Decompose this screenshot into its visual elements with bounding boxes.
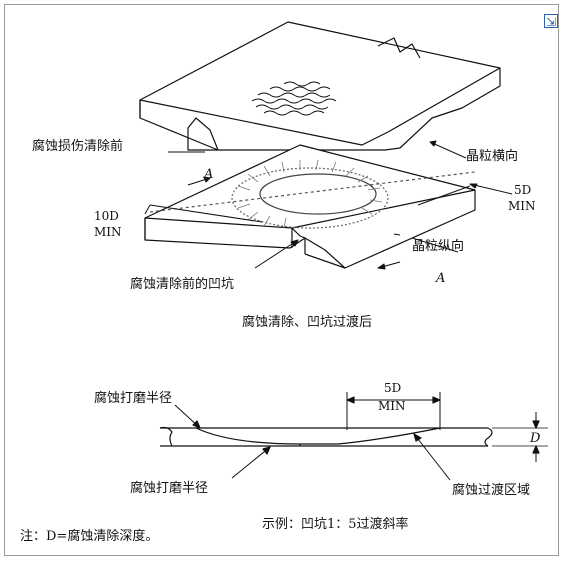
expand-icon[interactable]: ⇲ bbox=[544, 14, 558, 29]
label-before-removal: 腐蚀损伤清除前 bbox=[32, 138, 123, 154]
label-grain-longitudinal: 晶粒纵向 bbox=[412, 238, 464, 254]
labels: 腐蚀损伤清除前 晶粒横向 A 5D MIN 10D MIN 晶粒纵向 腐蚀清除前… bbox=[20, 138, 541, 544]
label-transition-zone: 腐蚀过渡区域 bbox=[452, 482, 530, 498]
label-section-a-top: A bbox=[203, 167, 213, 182]
label-10d: 10D bbox=[94, 209, 119, 223]
label-5d-bottom: 5D bbox=[384, 381, 401, 395]
label-5d-top: 5D bbox=[514, 183, 531, 197]
label-5d-top-unit: MIN bbox=[508, 199, 536, 213]
label-grind-radius-bottom: 腐蚀打磨半径 bbox=[130, 481, 208, 496]
label-example: 示例：凹坑1：5过渡斜率 bbox=[262, 516, 409, 532]
leaders-upper bbox=[144, 140, 513, 270]
label-section-a-bottom: A bbox=[435, 271, 445, 286]
label-grind-radius-top: 腐蚀打磨半径 bbox=[94, 391, 172, 406]
label-10d-unit: MIN bbox=[94, 225, 122, 239]
corrosion-texture bbox=[251, 81, 337, 116]
label-note: 注：D=腐蚀清除深度。 bbox=[20, 528, 158, 544]
figure-frame bbox=[4, 4, 559, 556]
label-after-removal: 腐蚀清除、凹坑过渡后 bbox=[242, 314, 372, 330]
label-5d-bottom-unit: MIN bbox=[378, 399, 406, 413]
label-d: D bbox=[529, 431, 541, 446]
label-grain-transverse: 晶粒横向 bbox=[466, 148, 518, 164]
cross-section bbox=[159, 392, 548, 481]
label-pit-before-removal: 腐蚀清除前的凹坑 bbox=[130, 276, 234, 292]
lower-plate bbox=[144, 144, 476, 269]
upper-plate bbox=[139, 21, 501, 151]
pit-hatching bbox=[237, 159, 383, 229]
